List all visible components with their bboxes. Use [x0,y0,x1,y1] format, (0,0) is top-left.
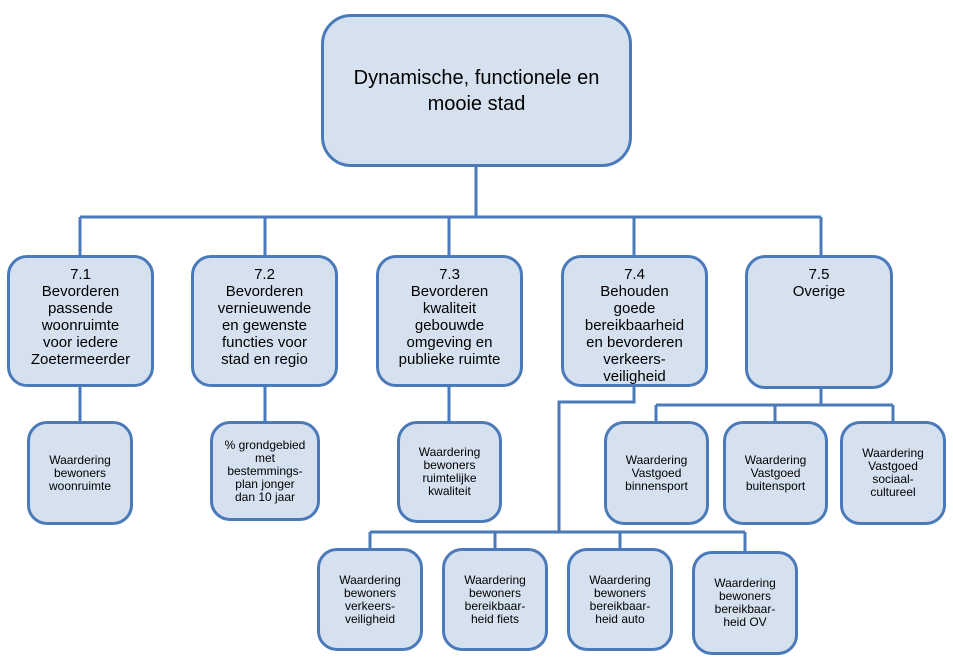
indicator-node: % grondgebied met bestemmings- plan jong… [210,421,320,521]
goal-label: 7.2 Bevorderen vernieuwende en gewenste … [217,266,312,368]
indicator-node: Waardering bewoners verkeers- veiligheid [317,548,423,651]
goal-label: 7.3 Bevorderen kwaliteit gebouwde omgevi… [398,266,501,368]
root-label: Dynamische, functionele en mooie stad [353,66,600,115]
indicator-node: Waardering Vastgoed sociaal- cultureel [840,421,946,525]
indicator-label: Waardering bewoners ruimtelijke kwalitei… [418,445,481,498]
indicator-label: % grondgebied met bestemmings- plan jong… [224,437,306,504]
indicator-node: Waardering Vastgoed buitensport [723,421,828,525]
indicator-node: Waardering Vastgoed binnensport [604,421,709,525]
indicator-node: Waardering bewoners ruimtelijke kwalitei… [397,421,502,523]
goal-node-7-2: 7.2 Bevorderen vernieuwende en gewenste … [191,255,338,387]
goal-label: 7.5 Overige [792,266,846,300]
goal-label: 7.1 Bevorderen passende woonruimte voor … [30,266,131,368]
indicator-node: Waardering bewoners bereikbaar- heid fie… [442,548,548,651]
indicator-node: Waardering bewoners bereikbaar- heid OV [692,551,798,655]
goal-node-7-5: 7.5 Overige [745,255,893,389]
goal-node-7-1: 7.1 Bevorderen passende woonruimte voor … [7,255,154,387]
goal-node-7-3: 7.3 Bevorderen kwaliteit gebouwde omgevi… [376,255,523,387]
root-node: Dynamische, functionele en mooie stad [321,14,632,167]
indicator-label: Waardering bewoners bereikbaar- heid OV [714,576,776,629]
indicator-label: Waardering Vastgoed binnensport [625,452,688,493]
indicator-label: Waardering bewoners verkeers- veiligheid [339,572,401,626]
indicator-label: Waardering bewoners woonruimte [48,452,112,493]
indicator-label: Waardering Vastgoed buitensport [744,452,807,493]
indicator-node: Waardering bewoners bereikbaar- heid aut… [567,548,673,651]
indicator-label: Waardering bewoners bereikbaar- heid fie… [464,572,526,626]
indicator-label: Waardering bewoners bereikbaar- heid aut… [589,572,651,626]
goal-node-7-4: 7.4 Behouden goede bereikbaarheid en bev… [561,255,708,387]
goal-label: 7.4 Behouden goede bereikbaarheid en bev… [584,266,685,385]
indicator-node: Waardering bewoners woonruimte [27,421,133,525]
indicator-label: Waardering Vastgoed sociaal- cultureel [862,446,924,499]
